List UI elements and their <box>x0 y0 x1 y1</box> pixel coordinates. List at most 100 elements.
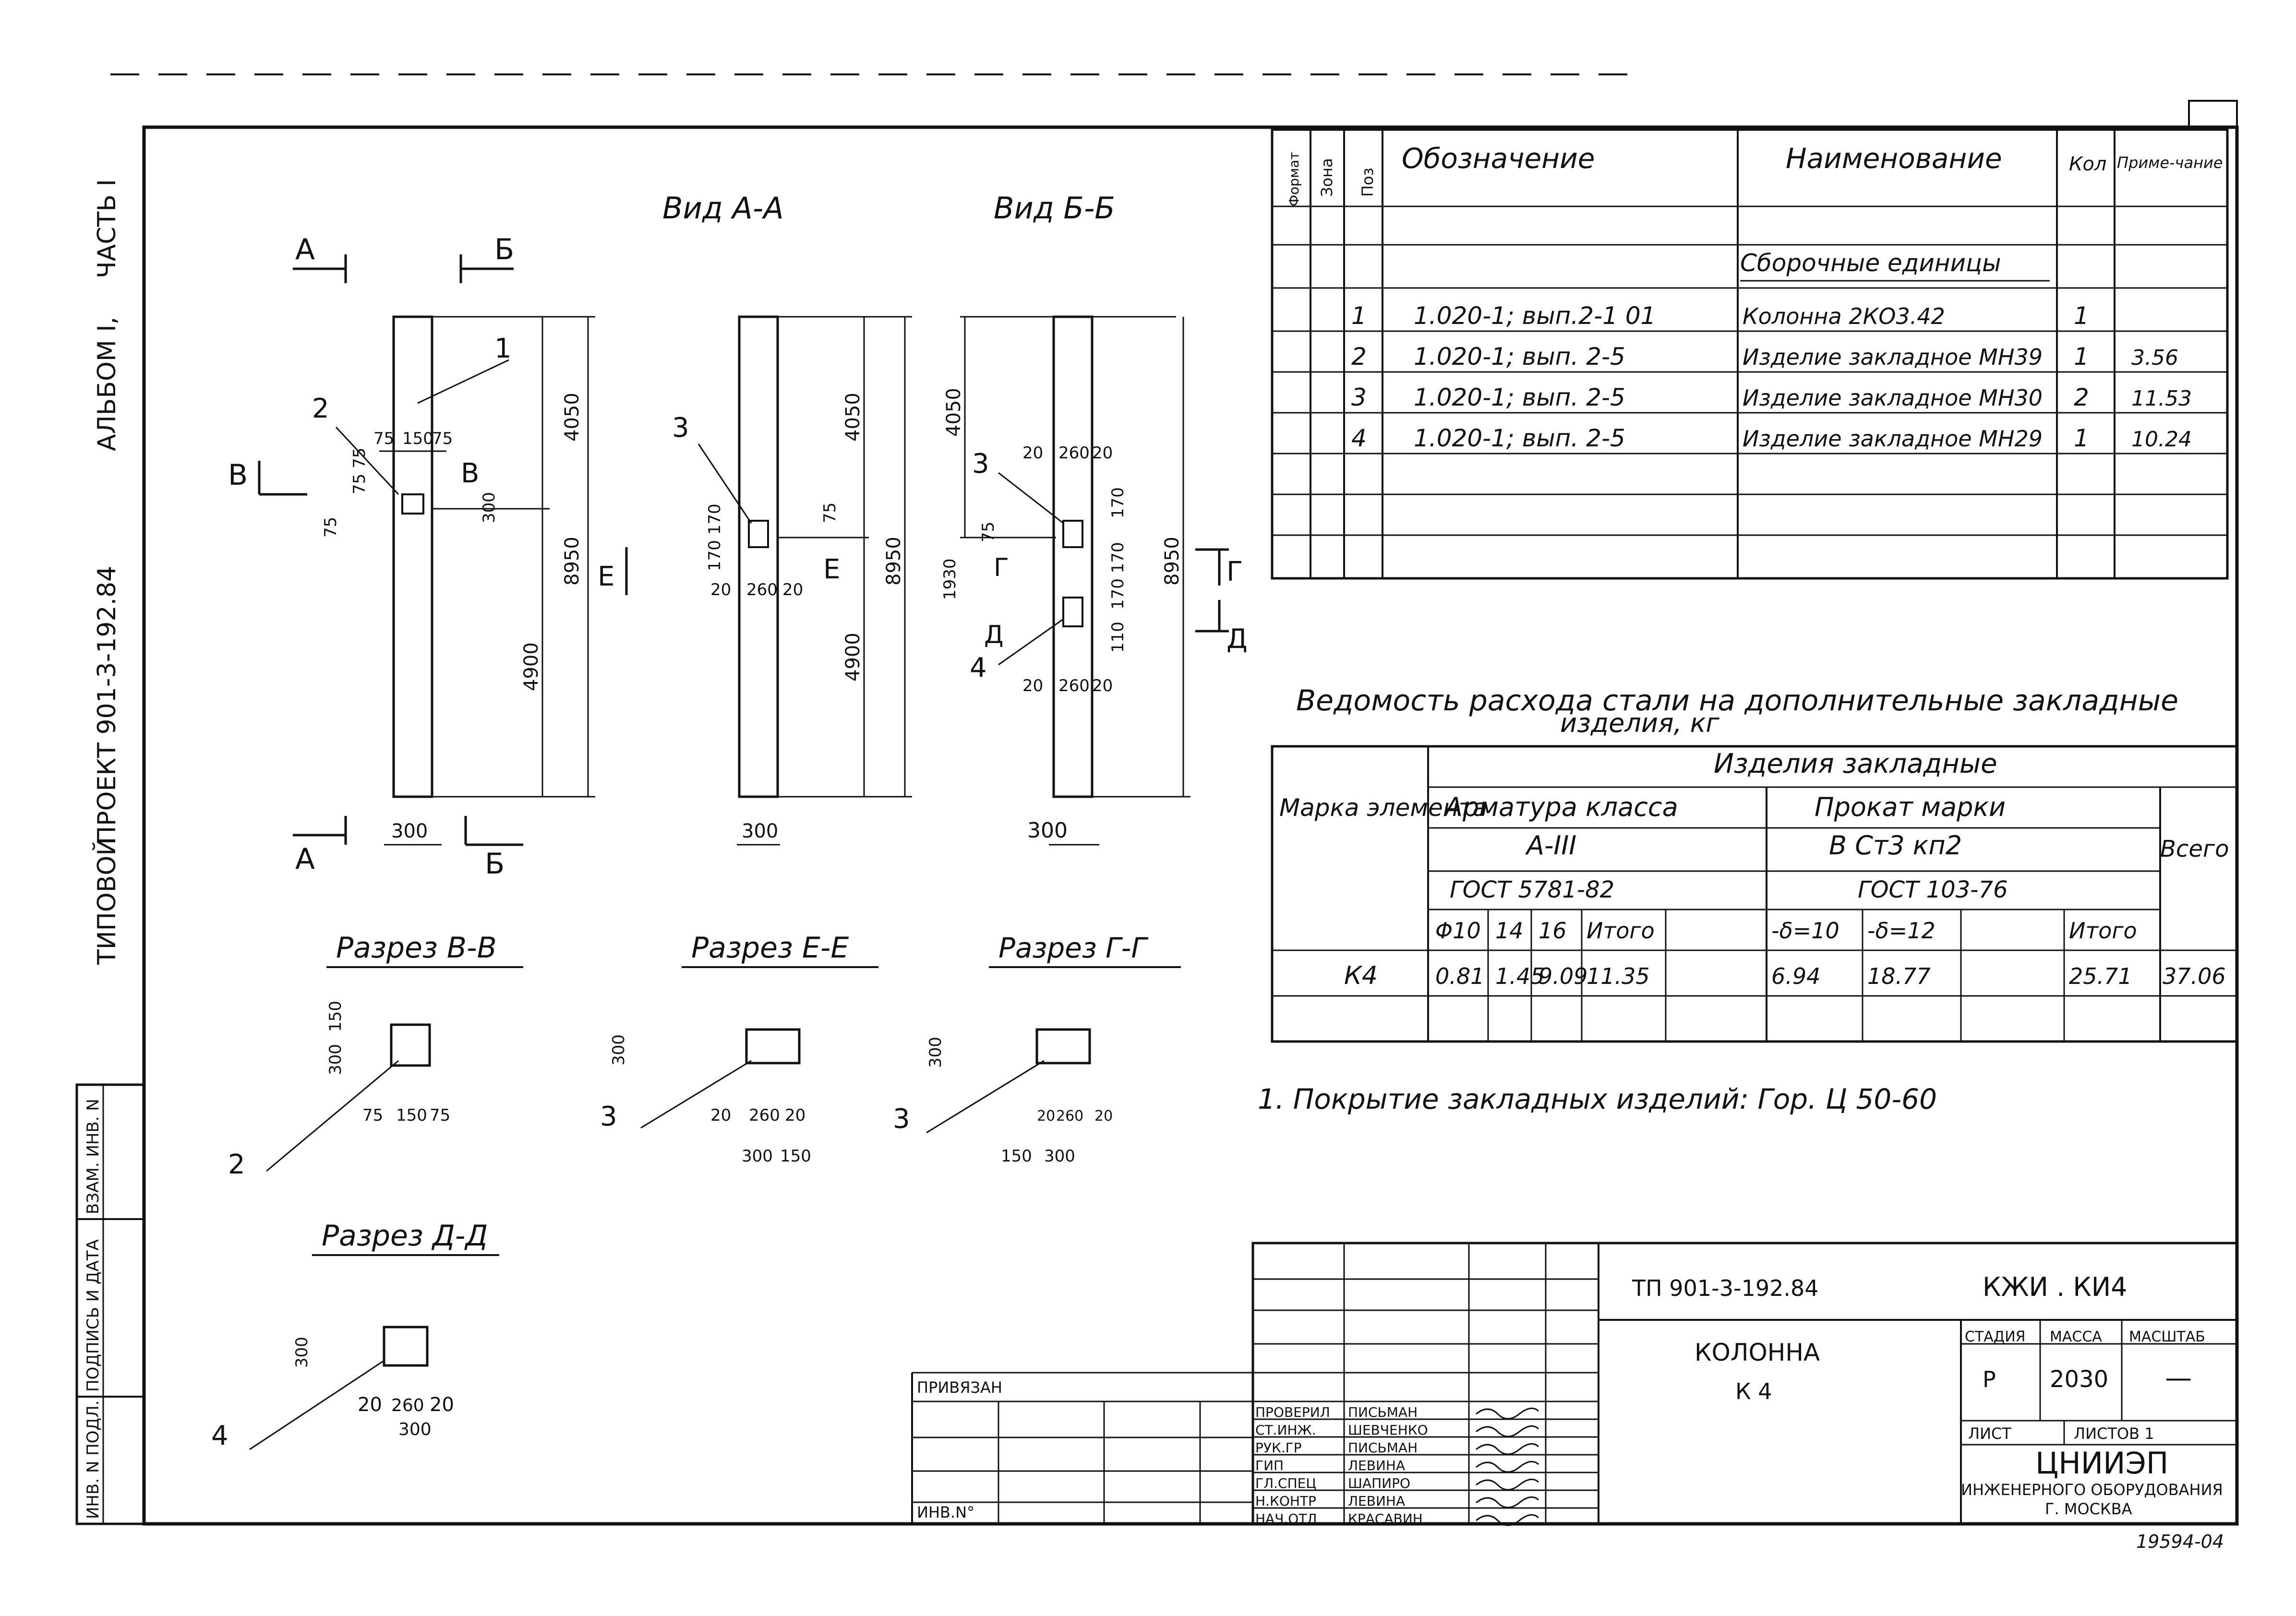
dim-aa-75-75: 75 75 <box>350 448 369 494</box>
dim-bb-20d: 20 <box>1092 676 1113 695</box>
coating-note: 1. Покрытие закладных изделий: Гор. Ц 50… <box>1258 1083 1937 1115</box>
pos-3-label-bb: 3 <box>972 448 989 479</box>
spec-row-name: Изделие закладное МН29 <box>1743 426 2043 452</box>
tb-stage-label: СТАДИЯ <box>1965 1329 2026 1345</box>
dim-aa-8950: 8950 <box>561 537 583 586</box>
sec-dd-260: 260 <box>391 1396 424 1415</box>
spec-row-qty: 1 <box>2074 424 2089 452</box>
steel-title-2: изделия, кг <box>1560 708 1719 738</box>
spec-row-note: 11.53 <box>2131 386 2192 411</box>
steel-row-value: 11.35 <box>1587 963 1650 989</box>
tb-bound: ПРИВЯЗАН <box>917 1378 1002 1397</box>
sec-vv-pos2: 2 <box>228 1149 245 1180</box>
tb-staff-role: ПРОВЕРИЛ <box>1255 1404 1330 1420</box>
steel-col-rolled-gost: ГОСТ 103-76 <box>1858 876 2008 903</box>
section-gg: Разрез Г-Г 300 20 260 20 150 300 3 <box>893 932 1181 1166</box>
steel-row-value: 18.77 <box>1867 963 1931 989</box>
spec-row-name: Колонна 2КО3.42 <box>1743 303 1945 329</box>
steel-sub-header: -δ=12 <box>1867 918 1935 944</box>
pos-2-label: 2 <box>312 393 329 424</box>
tb-archive-no: 19594-04 <box>2136 1531 2224 1552</box>
spec-h-zone: Зона <box>1318 158 1336 197</box>
dim-bb-75: 75 <box>979 522 998 542</box>
signature-mark <box>1476 1460 1539 1473</box>
dim-mid-4050: 4050 <box>842 393 864 442</box>
sec-vv-75a: 75 <box>362 1106 383 1125</box>
sec-vv-150-300: 300 <box>326 1044 345 1075</box>
tb-title-1: КОЛОННА <box>1695 1339 1820 1366</box>
dim-mid-260: 260 <box>746 580 778 599</box>
steel-sub-header: 16 <box>1539 918 1567 944</box>
steel-sub-header: -δ=10 <box>1771 918 1839 944</box>
dim-bb-300: 300 <box>1027 818 1068 843</box>
sec-dd-20a: 20 <box>358 1394 382 1416</box>
dim-bb-20a: 20 <box>1022 443 1043 463</box>
tb-scale: — <box>2165 1363 2192 1394</box>
mark-g-left: Г <box>994 553 1009 582</box>
dim-bb-260a: 260 <box>1058 443 1090 463</box>
tb-sheet-code: КЖИ . КИ4 <box>1983 1272 2127 1302</box>
spec-row-pos: 3 <box>1351 383 1367 411</box>
tb-org-2: ИНЖЕНЕРНОГО ОБОРУДОВАНИЯ <box>1961 1481 2223 1499</box>
spec-row-note: 3.56 <box>2131 346 2178 370</box>
side-inv-orig: ИНВ. N ПОДЛ. <box>84 1401 103 1519</box>
side-stamp: ТИПОВОЙ ПРОЕКТ 901-3-192.84 АЛЬБОМ I, ЧА… <box>75 179 145 1525</box>
sec-dd-pos4: 4 <box>211 1420 228 1451</box>
spec-row-pos: 1 <box>1351 302 1367 330</box>
mark-e-left: Е <box>598 561 614 592</box>
dim-bb-260b: 260 <box>1058 676 1090 695</box>
signature-mark <box>1476 1478 1539 1491</box>
steel-row-value: 0.81 <box>1435 963 1484 989</box>
steel-col-rebar: Арматура класса <box>1443 792 1678 822</box>
tb-staff-role: Н.КОНТР <box>1255 1493 1316 1509</box>
sec-gg-pos3: 3 <box>893 1103 910 1135</box>
sec-ee-20a: 20 <box>710 1106 731 1125</box>
dim-aa-4900: 4900 <box>520 642 542 691</box>
steel-row-total: 37.06 <box>2163 963 2226 989</box>
spec-table: Формат Зона Поз Обозначение Наименование… <box>1271 128 2229 580</box>
sec-ee-20b: 20 <box>785 1106 805 1125</box>
sec-gg-260: 260 <box>1056 1108 1083 1125</box>
steel-col-group: Изделия закладные <box>1714 748 1997 779</box>
steel-row-mark: К4 <box>1344 961 1378 990</box>
mark-d-left: Д <box>984 621 1004 649</box>
steel-sub-header: Итого <box>1587 918 1655 944</box>
dim-bb-4050: 4050 <box>943 388 965 437</box>
sec-vv-title: Разрез В-В <box>336 931 497 965</box>
section-vv: Разрез В-В 300 150 75 150 75 2 <box>228 931 523 1180</box>
tb-title-2: К 4 <box>1735 1378 1772 1404</box>
view-aa-title: Вид А-А <box>662 191 784 226</box>
dim-mid-170: 170 170 <box>705 503 724 571</box>
tb-staff-name: ПИСЬМАН <box>1348 1440 1418 1456</box>
steel-sub-header: Φ10 <box>1435 918 1481 944</box>
dim-bb-170b: 170 170 <box>1108 542 1128 610</box>
mark-v-left: В <box>228 458 248 492</box>
view-aa-column: Вид А-А 4050 4900 8950 75 150 75 300 75 … <box>228 191 784 881</box>
tb-org-3: Г. МОСКВА <box>2045 1500 2132 1518</box>
dim-aa-75c: 75 <box>321 517 340 538</box>
signature-mark <box>1476 1514 1539 1526</box>
sec-ee-150: 150 <box>780 1147 811 1166</box>
sec-gg-20b: 20 <box>1094 1108 1113 1125</box>
tb-staff-role: РУК.ГР <box>1255 1440 1302 1456</box>
sec-gg-20a: 20 <box>1037 1108 1055 1125</box>
mark-v-right: В <box>461 458 479 489</box>
mark-b-top: Б <box>494 233 514 266</box>
spec-row-pos: 4 <box>1351 424 1367 452</box>
steel-sub-header: 14 <box>1495 918 1524 944</box>
steel-sub-header: Итого <box>2069 918 2137 944</box>
side-inv-repl: ВЗАМ. ИНВ. N <box>84 1099 103 1214</box>
spec-row-designation: 1.020-1; вып.2-1 01 <box>1414 302 1656 330</box>
dim-aa-75b: 75 <box>432 429 453 448</box>
steel-col-rolled-grade: В Ст3 кп2 <box>1829 830 1962 861</box>
steel-row-value: 6.94 <box>1771 963 1820 989</box>
mark-a-bottom: А <box>295 842 315 876</box>
spec-h-designation: Обозначение <box>1402 142 1595 175</box>
sec-vv-150b: 150 <box>396 1106 427 1125</box>
spec-row-name: Изделие закладное МН30 <box>1743 385 2043 411</box>
title-block: ТП 901-3-192.84 КЖИ . КИ4 КОЛОННА К 4 СТ… <box>911 1242 2238 1552</box>
spec-row-name: Изделие закладное МН39 <box>1743 344 2043 370</box>
view-bb-column: Вид Б-Б 4050 8950 1930 75 170 170 170 11… <box>940 191 1248 846</box>
tb-staff-name: ЛЕВИНА <box>1348 1458 1405 1473</box>
